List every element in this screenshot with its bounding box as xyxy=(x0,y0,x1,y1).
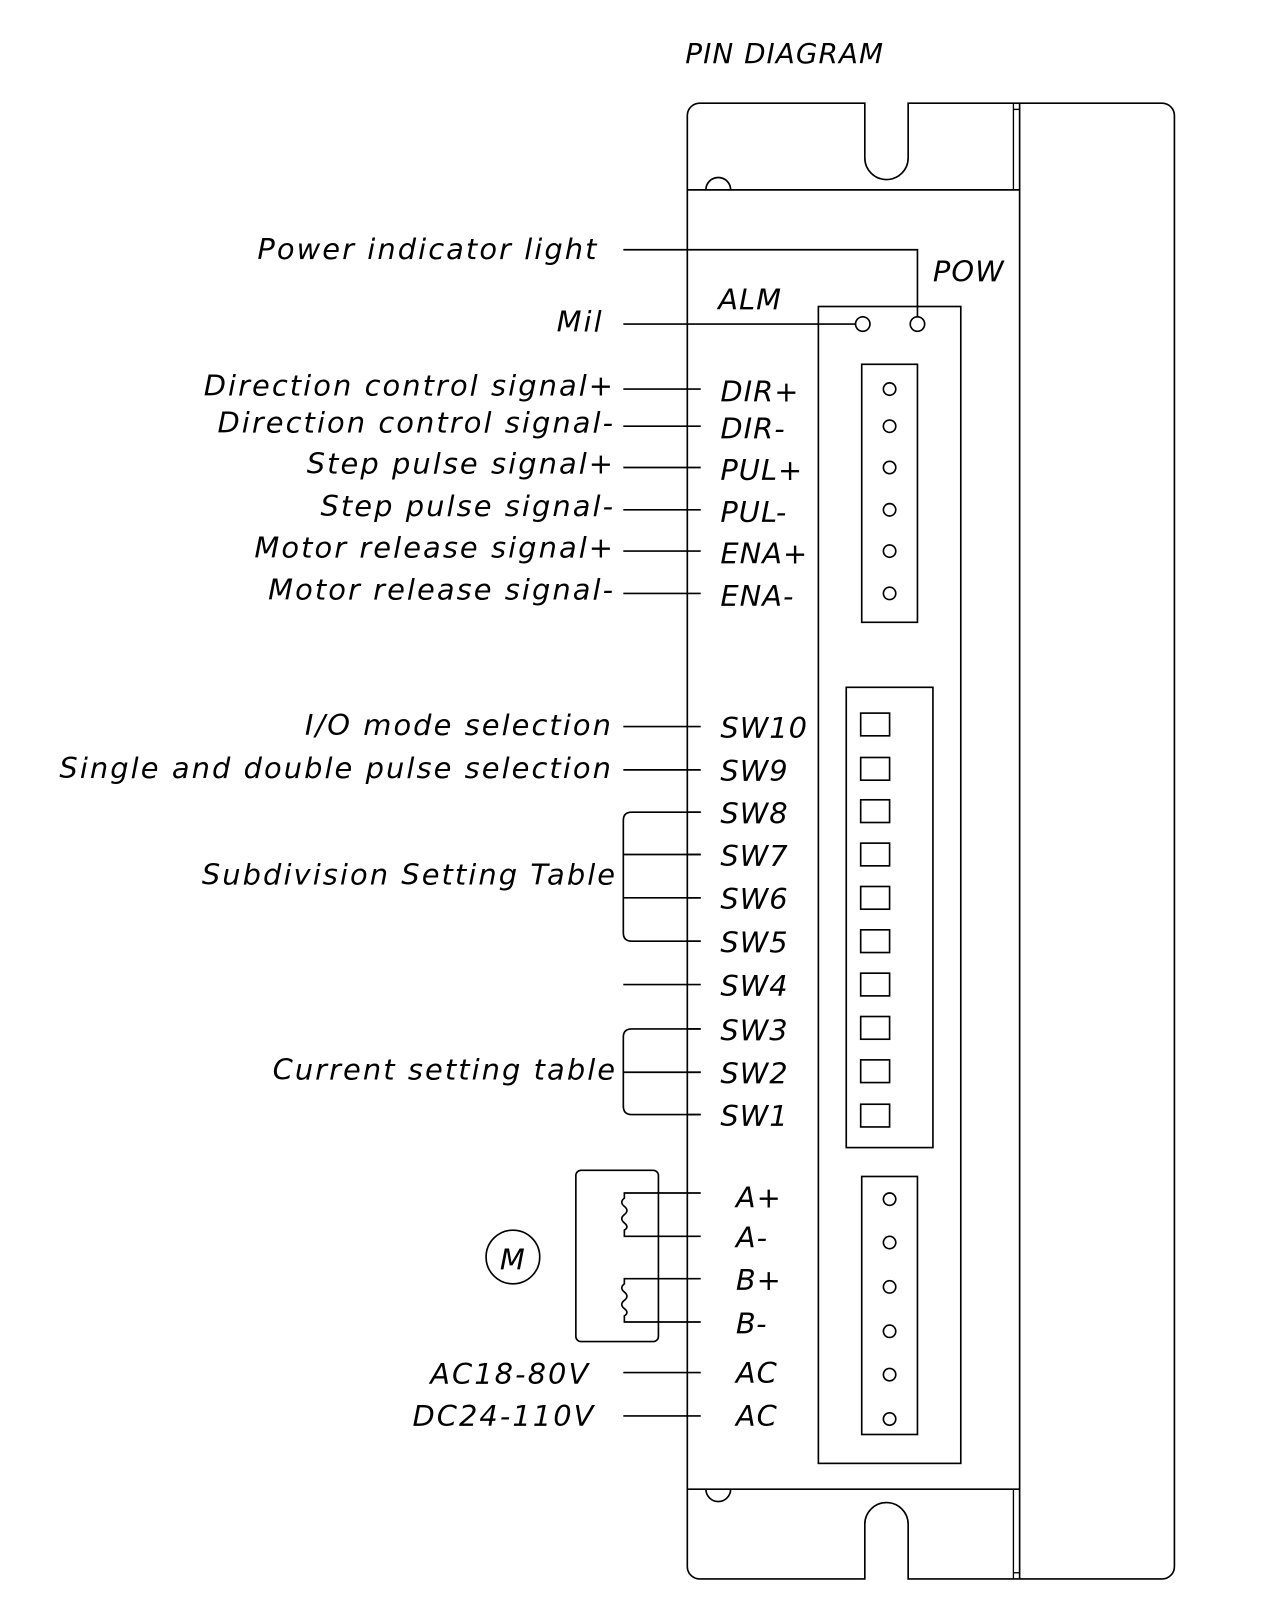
coil-b-icon xyxy=(620,1277,701,1323)
signal-description: Motor release signal+ xyxy=(254,530,615,564)
power-connector: A+ A- B+ B- AC AC M AC18-80V DC24-110V xyxy=(412,1169,919,1436)
signal-pin-label: ENA- xyxy=(720,579,794,613)
mount-hole-bottom xyxy=(705,1489,732,1503)
dip-switch[interactable] xyxy=(859,842,891,867)
switch-pin-label: SW2 xyxy=(720,1057,788,1091)
switch-pin-label: SW4 xyxy=(720,969,788,1003)
motor-symbol: M xyxy=(500,1242,526,1276)
terminal-screw-icon xyxy=(882,544,897,559)
power-leader-line xyxy=(623,248,919,317)
terminal-screw-icon xyxy=(882,1192,897,1207)
subdivision-bracket xyxy=(622,811,701,943)
diagram-title: PIN DIAGRAM xyxy=(685,37,884,70)
terminal-screw-icon xyxy=(882,382,897,397)
signal-pin-label: PUL+ xyxy=(720,453,803,487)
terminal-screw-icon xyxy=(882,1235,897,1250)
dip-switch[interactable] xyxy=(859,712,891,737)
terminal-screw-icon xyxy=(882,1411,897,1427)
terminal-screw-icon xyxy=(882,1279,897,1294)
alarm-led-icon xyxy=(854,315,871,333)
signal-pin-label: DIR+ xyxy=(720,374,799,408)
signal-pin-label: PUL- xyxy=(720,495,787,529)
power-indicator-label: Power indicator light xyxy=(257,232,598,266)
signal-description: Motor release signal- xyxy=(268,573,615,607)
power-pin-label: AC xyxy=(734,1399,778,1433)
alarm-label: Mil xyxy=(557,304,604,338)
housing-outline xyxy=(686,102,1176,1580)
switch-pin-label: SW9 xyxy=(720,754,788,788)
dip-switch[interactable] xyxy=(859,756,891,782)
signal-description: Direction control signal+ xyxy=(204,368,615,402)
power-pin-label: AC xyxy=(734,1356,778,1390)
dip-switch[interactable] xyxy=(859,1103,891,1128)
signal-description: Step pulse signal- xyxy=(321,489,616,523)
dip-switch[interactable] xyxy=(859,885,891,911)
signal-pin-label: ENA+ xyxy=(720,536,808,570)
terminal-screw-icon xyxy=(882,419,897,434)
current-label: Current setting table xyxy=(273,1052,618,1086)
terminal-screw-icon xyxy=(882,1324,897,1339)
signal-description: Direction control signal- xyxy=(217,405,615,439)
switch-pin-label: SW6 xyxy=(720,882,788,916)
driver-housing xyxy=(686,102,1176,1580)
signal-pin-label: DIR- xyxy=(720,412,785,446)
switch-pin-label: SW8 xyxy=(720,797,788,831)
power-led-icon xyxy=(909,315,926,333)
dip-switch[interactable] xyxy=(859,798,891,824)
power-pin-label: B- xyxy=(736,1306,768,1340)
terminal-screw-icon xyxy=(882,460,897,475)
switch-pin-label: SW5 xyxy=(720,926,788,960)
switch-pin-label: SW3 xyxy=(720,1013,788,1047)
dip-switch[interactable] xyxy=(859,929,891,954)
switch-pin-label: SW10 xyxy=(720,711,808,745)
pow-tag: POW xyxy=(933,255,1005,289)
power-terminal-block xyxy=(860,1175,919,1436)
dip-switch[interactable] xyxy=(859,1059,891,1084)
signal-description: Step pulse signal+ xyxy=(307,447,615,481)
dip-switch[interactable] xyxy=(859,972,891,997)
switch-pin-label: SW7 xyxy=(720,839,788,873)
terminal-screw-icon xyxy=(882,502,897,517)
terminal-screw-icon xyxy=(882,586,897,601)
alm-tag: ALM xyxy=(716,283,782,317)
mount-hole-top xyxy=(705,176,732,190)
terminal-screw-icon xyxy=(882,1367,897,1382)
power-pin-label: B+ xyxy=(736,1263,782,1297)
indicators: POW ALM Power indicator light Mil xyxy=(257,232,1005,338)
dip-switch-housing xyxy=(845,686,934,1149)
switch-pin-label: SW1 xyxy=(720,1099,788,1133)
subdivision-label: Subdivision Setting Table xyxy=(202,857,617,891)
dip-switch[interactable] xyxy=(859,1015,891,1041)
terminal-panel xyxy=(817,305,962,1465)
motor-housing xyxy=(575,1169,660,1343)
motor-icon xyxy=(485,1229,541,1285)
signal-terminal-block xyxy=(860,363,919,624)
switch-description: I/O mode selection xyxy=(305,708,613,742)
power-pin-label: A+ xyxy=(734,1180,782,1214)
dc-voltage-label: DC24-110V xyxy=(412,1399,595,1433)
signal-connector: Direction control signal+ DIR+ Direction c… xyxy=(204,363,919,624)
switch-description: Single and double pulse selection xyxy=(59,751,613,785)
power-pin-label: A- xyxy=(734,1221,768,1255)
ac-voltage-label: AC18-80V xyxy=(428,1357,590,1391)
coil-a-icon xyxy=(620,1192,701,1238)
